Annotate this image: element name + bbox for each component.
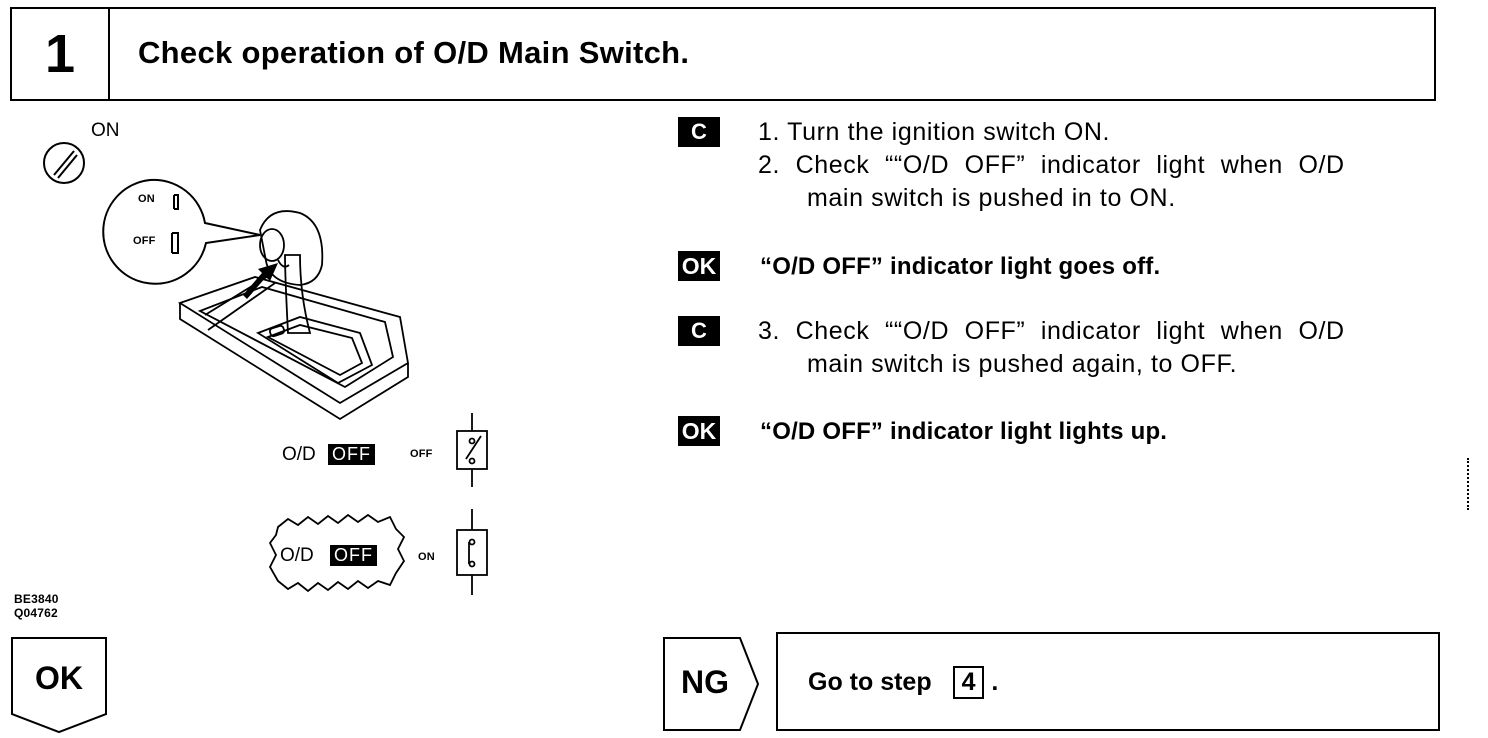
ng-action-box: Go to step 4 . — [776, 632, 1440, 731]
indicator-od-label: O/D — [282, 444, 316, 465]
margin-mark — [1467, 458, 1472, 510]
indicator-od-label-lit: O/D — [280, 545, 314, 566]
check-badge-2: C — [678, 316, 720, 346]
result-1-text: “O/D OFF” indicator light goes off. — [760, 253, 1161, 280]
goto-end: . — [991, 668, 999, 696]
indicator-off-box: OFF — [328, 444, 375, 465]
zoom-on-label: ON — [138, 193, 155, 205]
zoom-bubble — [102, 178, 261, 285]
step-header: 1 Check operation of O/D Main Switch. — [10, 7, 1436, 101]
check-badge: C — [678, 117, 720, 147]
switch-state-off-label: OFF — [410, 448, 433, 460]
indicator-glow — [268, 513, 406, 593]
switch-state-on-label: ON — [418, 551, 435, 563]
switch-symbol-off — [456, 413, 488, 487]
figure-code-2: Q04762 — [14, 606, 58, 620]
zoom-off-label: OFF — [133, 235, 156, 247]
shifter-illustration — [43, 142, 488, 595]
ng-arrow-shape — [663, 637, 760, 731]
switch-symbol-on — [456, 509, 488, 595]
ng-label: NG — [681, 664, 729, 700]
goto-text: Go to step — [808, 668, 932, 696]
step-2-text-cont: main switch is pushed in to ON. — [807, 184, 1176, 212]
step-title: Check operation of O/D Main Switch. — [138, 35, 690, 70]
figure-code-1: BE3840 — [14, 592, 59, 606]
step-3-text-cont: main switch is pushed again, to OFF. — [807, 350, 1238, 378]
ignition-on-label: ON — [91, 120, 120, 141]
indicator-off-box-lit: OFF — [330, 545, 377, 566]
step-2-text: 2. Check ““O/D OFF” indicator light when… — [758, 151, 1345, 179]
ok-label: OK — [35, 660, 83, 696]
push-arrow-icon — [243, 263, 278, 299]
ok-arrow-shape — [11, 637, 107, 734]
step-number: 1 — [12, 9, 110, 99]
step-1-text: 1. Turn the ignition switch ON. — [758, 118, 1111, 146]
ok-badge: OK — [678, 251, 720, 281]
ok-badge-2: OK — [678, 416, 720, 446]
ignition-key-icon — [43, 142, 85, 184]
step-3-text: 3. Check ““O/D OFF” indicator light when… — [758, 317, 1345, 345]
goto-step-link[interactable]: 4 — [952, 666, 985, 699]
goto-instruction: Go to step 4 . — [808, 666, 998, 699]
result-2-text: “O/D OFF” indicator light lights up. — [760, 418, 1168, 445]
